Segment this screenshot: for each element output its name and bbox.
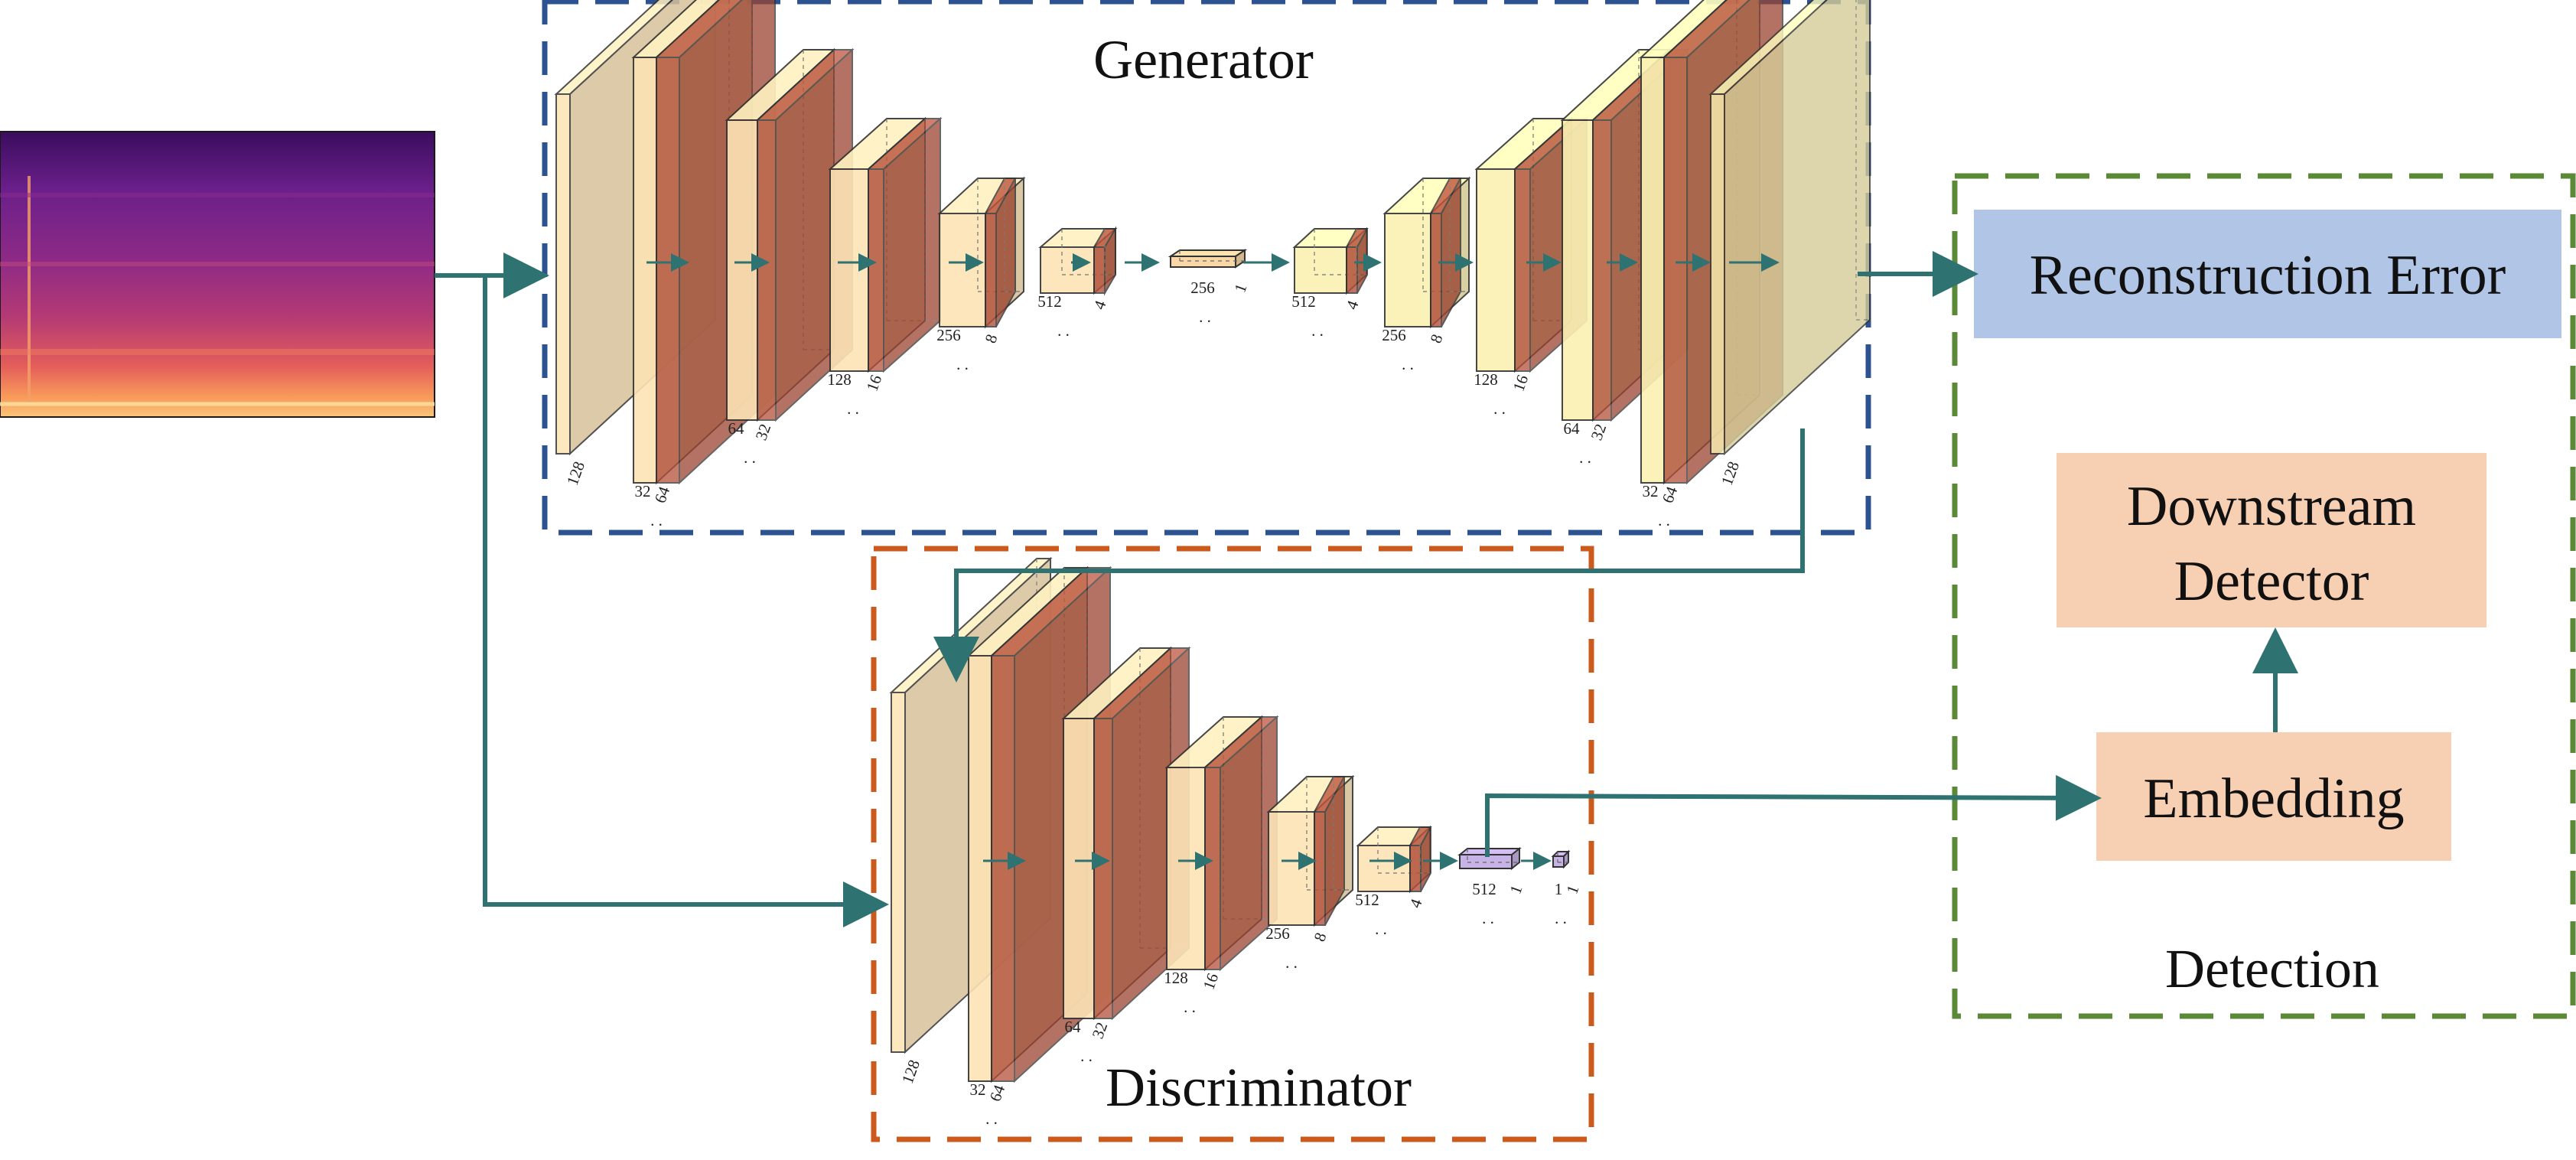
reconstruction-error-box: Reconstruction Error	[1974, 210, 2561, 338]
downstream-detector-text-2: Detector	[2174, 550, 2369, 613]
generator-bottleneck-label-a: 256	[1190, 279, 1215, 297]
generator-relu-layer	[1429, 178, 1462, 327]
generator-relu-layer	[984, 178, 1017, 327]
discriminator-label-a: 64	[1065, 1018, 1082, 1036]
ellipsis-marker: . .	[1658, 511, 1670, 529]
ellipsis-marker: . .	[1080, 1047, 1093, 1065]
ellipsis-marker: . .	[1482, 909, 1494, 927]
ellipsis-marker: . .	[650, 511, 663, 529]
ellipsis-marker: . .	[847, 399, 859, 418]
discriminator-label-b: 8	[1310, 930, 1330, 944]
generator-relu-layer	[1345, 228, 1369, 294]
generator-decoder-label-a: 32	[1643, 482, 1659, 500]
generator-decoder-label-b: 32	[1588, 422, 1610, 443]
generator-decoder-label-b: 128	[1718, 459, 1743, 488]
connection-arrows	[435, 251, 2298, 927]
ellipsis-marker: . .	[744, 448, 756, 467]
discriminator-relu-layer	[1408, 826, 1432, 892]
embedding-box: Embedding	[2096, 732, 2451, 861]
generator-encoder-label-a: 128	[827, 370, 852, 389]
downstream-detector-text-1: Downstream	[2127, 475, 2416, 538]
generator-encoder-label-b: 128	[563, 459, 588, 488]
generator-decoder-label-a: 64	[1564, 419, 1581, 438]
ellipsis-marker: . .	[1285, 953, 1298, 972]
generator-output-layer	[1708, 0, 1871, 456]
ellipsis-marker: . .	[1493, 399, 1506, 418]
generator-bottleneck	[1168, 249, 1248, 269]
discriminator-latent-label-b: 1	[1506, 883, 1526, 897]
embedding-text: Embedding	[2143, 767, 2404, 830]
discriminator-relu-layer	[1313, 776, 1346, 926]
discriminator-label-a: 256	[1265, 924, 1290, 943]
generator-decoder-label-b: 4	[1342, 298, 1362, 312]
discriminator-label-b: 128	[898, 1057, 923, 1087]
reconstruction-error-text: Reconstruction Error	[2030, 244, 2506, 307]
discriminator-label-b: 32	[1089, 1020, 1112, 1041]
ellipsis-marker: . .	[985, 1109, 998, 1128]
generator-decoder-label-b: 16	[1509, 373, 1532, 394]
discriminator-label-a: 32	[970, 1080, 986, 1099]
generator-encoder-label-a: 256	[936, 326, 961, 344]
generator-decoder-label-a: 512	[1291, 292, 1316, 311]
discriminator-label: Discriminator	[1106, 1057, 1412, 1118]
generator-label: Generator	[1093, 29, 1314, 90]
ellipsis-marker: . .	[1579, 448, 1591, 467]
generator-encoder-label-b: 32	[752, 422, 775, 443]
generator-encoder-label-b: 64	[651, 484, 674, 505]
discriminator-label-a: 128	[1164, 969, 1188, 987]
ellipsis-marker: . .	[1184, 998, 1196, 1016]
arrow-input-to-discriminator	[483, 275, 889, 927]
discriminator-frame	[871, 546, 1594, 1142]
discriminator-output-unit	[1551, 849, 1571, 869]
discriminator-label-a: 512	[1355, 891, 1379, 909]
ellipsis-marker: . .	[1555, 909, 1567, 927]
discriminator-output-label-a: 1	[1555, 880, 1563, 898]
generator-decoder-label-a: 256	[1382, 326, 1406, 344]
detection-label: Detection	[2165, 938, 2379, 999]
arrow-latent-to-embedding	[1485, 774, 2102, 857]
spectrogram-image	[0, 131, 435, 418]
generator-encoder-label-b: 16	[863, 373, 886, 394]
generator-decoder-label-b: 8	[1426, 332, 1446, 346]
discriminator-label-b: 4	[1405, 896, 1425, 911]
generator-encoder-label-a: 512	[1037, 292, 1062, 311]
generator-bottleneck-label-b: 1	[1230, 282, 1250, 295]
generator-relu-layer	[1093, 226, 1117, 296]
generator-decoder-label-b: 64	[1659, 484, 1682, 505]
ellipsis-marker: . .	[1375, 920, 1387, 938]
ellipsis-marker: . .	[1057, 321, 1070, 340]
generator-relu-layer	[866, 116, 943, 373]
generator-encoder-label-b: 8	[981, 332, 1001, 346]
generator-encoder-label-a: 64	[728, 419, 745, 438]
ellipsis-marker: . .	[1199, 308, 1211, 326]
discriminator-label-b: 64	[986, 1082, 1009, 1103]
ellipsis-marker: . .	[956, 355, 969, 373]
ellipsis-marker: . .	[1311, 321, 1324, 340]
arrow-generator-to-discriminator	[933, 428, 1805, 683]
discriminator-label-b: 16	[1200, 971, 1223, 992]
discriminator-output-label-b: 1	[1562, 883, 1582, 897]
ellipsis-marker: . .	[1402, 355, 1414, 373]
detection-frame	[1952, 173, 2576, 1019]
discriminator-latent-label-a: 512	[1472, 880, 1496, 898]
generator-encoder-label-b: 4	[1089, 298, 1109, 312]
generator-decoder-label-a: 128	[1474, 370, 1498, 389]
generator-encoder-label-a: 32	[635, 482, 651, 500]
downstream-detector-box: Downstream Detector	[2057, 453, 2486, 627]
